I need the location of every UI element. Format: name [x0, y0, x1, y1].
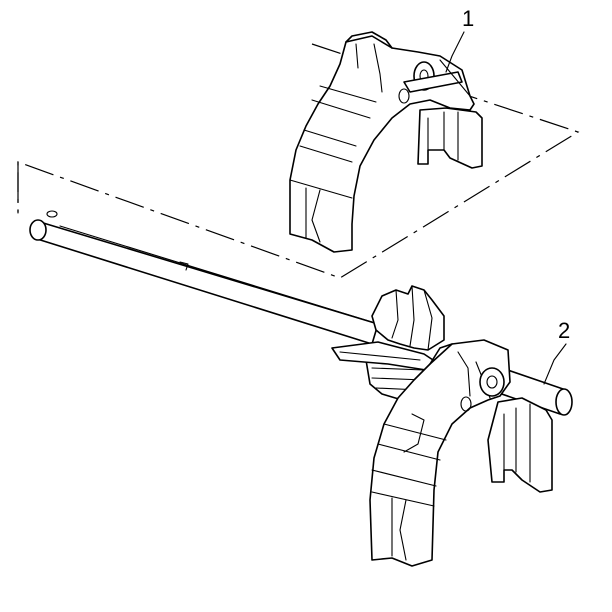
callout-1-leader [445, 31, 465, 73]
callout-2-label: 2 [558, 318, 570, 343]
shift-rail-shaft [29, 210, 379, 345]
assembly-plane-outline [17, 43, 580, 279]
lower-shift-fork-assembly [331, 285, 553, 567]
callout-1-label: 1 [462, 6, 474, 31]
upper-shift-fork [289, 31, 483, 253]
callout-1: 1 [445, 6, 474, 73]
callout-2-leader [543, 343, 567, 385]
callout-2: 2 [543, 318, 570, 385]
